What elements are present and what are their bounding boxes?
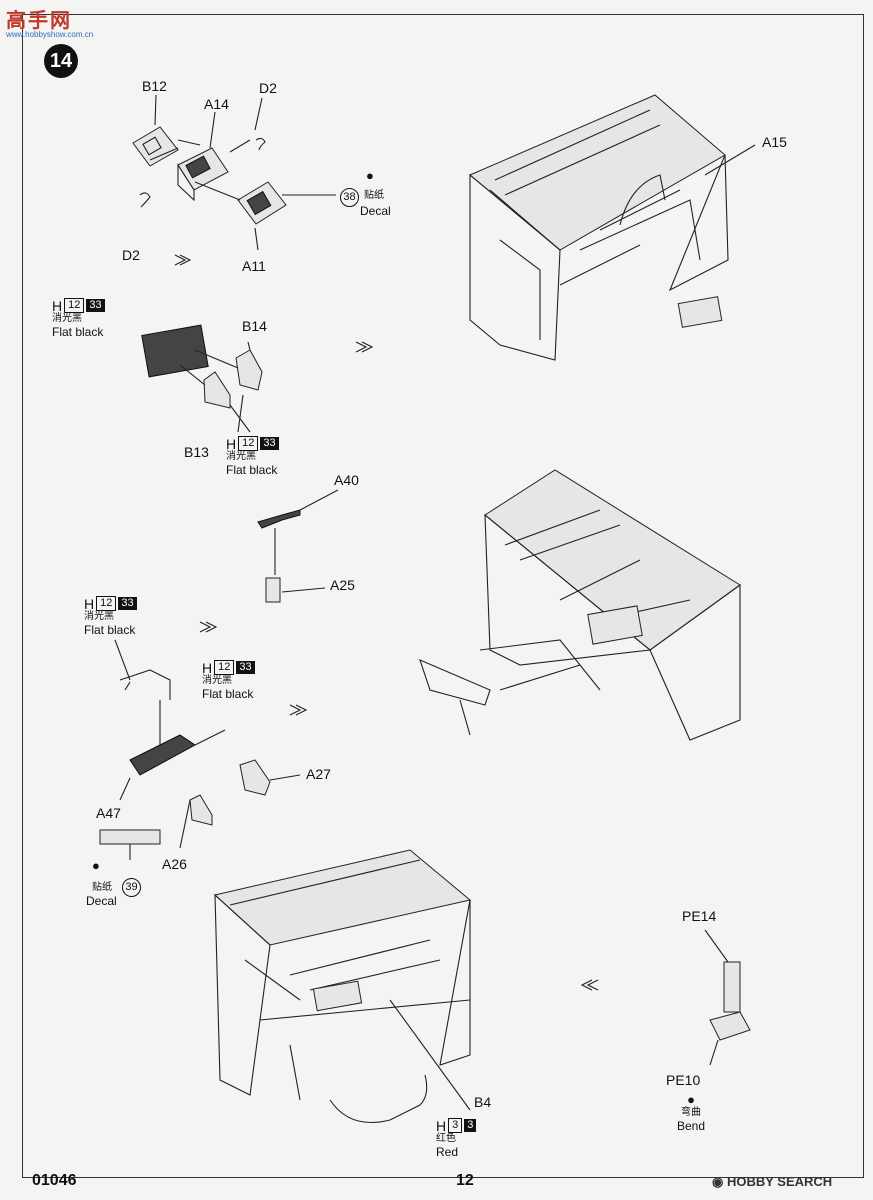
drawing-cab-frame-2 xyxy=(419,469,741,741)
paint-num2: 33 xyxy=(86,299,105,312)
paint-cn: 消光黑 xyxy=(226,451,256,462)
paint-en: Flat black xyxy=(52,325,104,339)
paint-num1: 12 xyxy=(96,596,117,611)
bend-icon: ● xyxy=(687,1092,695,1107)
paint-num2: 3 xyxy=(464,1119,477,1132)
drawing-pe14-pe10 xyxy=(704,929,751,1066)
paint-cn: 消光黑 xyxy=(202,675,232,686)
part-label-a14: A14 xyxy=(204,96,229,112)
page-number: 12 xyxy=(456,1172,474,1189)
paint-letter: H xyxy=(436,1117,447,1134)
paint-num1: 3 xyxy=(448,1118,463,1133)
paint-letter: H xyxy=(202,659,213,676)
decal-number-39: 39 xyxy=(122,878,141,897)
drawing-a40-a25 xyxy=(257,489,339,603)
paint-cn: 红色 xyxy=(436,1133,456,1144)
drawing-a11-panel xyxy=(237,181,287,225)
part-label-pe10: PE10 xyxy=(666,1072,701,1088)
paint-letter: H xyxy=(52,297,63,314)
part-label-b14: B14 xyxy=(242,318,267,334)
decal-en-39: Decal xyxy=(86,894,117,908)
part-label-b12: B12 xyxy=(142,78,167,94)
brand-watermark: ◉ HOBBY SEARCH xyxy=(712,1174,832,1190)
paint-letter: H xyxy=(84,595,95,612)
decal-number-38: 38 xyxy=(340,188,359,207)
drawing-cab-frame-3 xyxy=(213,849,472,1124)
part-label-a27: A27 xyxy=(306,766,331,782)
drawing-black-box xyxy=(141,324,209,378)
part-label-a47: A47 xyxy=(96,805,121,821)
part-label-a40: A40 xyxy=(334,472,359,488)
product-code: 01046 xyxy=(32,1172,77,1189)
paint-num2: 33 xyxy=(118,597,137,610)
drawing-b12-plate xyxy=(132,126,179,167)
brand-text: HOBBY SEARCH xyxy=(726,1174,833,1189)
drawing-a47-assembly xyxy=(99,639,301,860)
bend-cn: 弯曲 xyxy=(681,1107,701,1118)
logo-text: 高手网 xyxy=(6,10,72,32)
paint-en: Flat black xyxy=(84,623,136,637)
paint-num1: 12 xyxy=(64,298,85,313)
paint-en: Flat black xyxy=(226,463,278,477)
paint-en: Flat black xyxy=(202,687,254,701)
step-number-badge: 14 xyxy=(44,44,78,78)
brand-icon: ◉ xyxy=(712,1174,724,1189)
part-label-a15: A15 xyxy=(762,134,787,150)
logo-url: www.hobbyshow.com.cn xyxy=(6,30,94,39)
part-label-pe14: PE14 xyxy=(682,908,717,924)
decal-cn-39: 贴纸 xyxy=(92,882,112,893)
paint-num1: 12 xyxy=(214,660,235,675)
part-label-a26: A26 xyxy=(162,856,187,872)
part-label-b4: B4 xyxy=(474,1094,492,1110)
paint-cn: 消光黑 xyxy=(52,313,82,324)
paint-en: Red xyxy=(436,1145,459,1159)
paint-num2: 33 xyxy=(260,437,279,450)
part-label-d2-bottom: D2 xyxy=(122,247,140,263)
paint-cn: 消光黑 xyxy=(84,611,114,622)
part-label-d2-top: D2 xyxy=(259,80,277,96)
page-frame xyxy=(22,14,864,1178)
decal-cn-38: 贴纸 xyxy=(364,190,384,201)
paint-num2: 33 xyxy=(236,661,255,674)
drawing-cab-frame-1 xyxy=(469,94,729,361)
flow-arrows xyxy=(174,254,599,991)
bend-en: Bend xyxy=(676,1119,706,1133)
bend-callout: ● 弯曲 Bend xyxy=(666,1092,716,1133)
paint-num1: 12 xyxy=(238,436,259,451)
watermark-logo: 高手网 www.hobbyshow.com.cn xyxy=(6,4,93,39)
part-label-a11: A11 xyxy=(242,258,266,274)
part-label-b13: B13 xyxy=(184,444,209,460)
drawing-a14-box xyxy=(177,147,229,202)
decal-icon: ● xyxy=(366,168,374,183)
paint-letter: H xyxy=(226,435,237,452)
decal-icon: ● xyxy=(92,858,100,873)
part-label-a25: A25 xyxy=(330,577,355,593)
decal-en-38: Decal xyxy=(360,204,391,218)
